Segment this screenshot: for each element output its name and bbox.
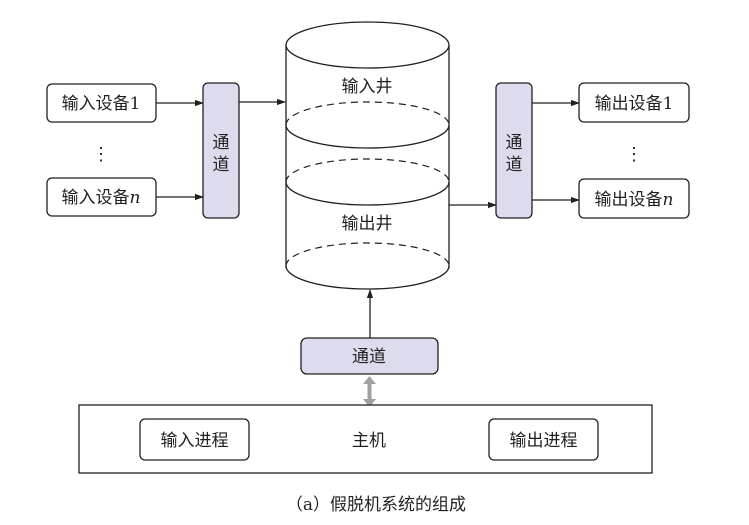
output-device-1-label: 输出设备1: [595, 94, 674, 114]
disk-top: [285, 21, 450, 69]
svg-text:输入设备n: 输入设备n: [62, 188, 141, 208]
input-device-n-suffix: n: [130, 188, 141, 208]
input-device-1: 输入设备1: [46, 83, 157, 123]
input-device-n: 输入设备n: [46, 177, 157, 217]
input-process-label: 输入进程: [161, 431, 229, 451]
bidirectional-arrow-icon: [363, 376, 376, 407]
output-devices-ellipsis: ⋮: [625, 144, 643, 165]
output-process-label: 输出进程: [510, 431, 578, 451]
figure-caption: （a）假脱机系统的组成: [286, 495, 466, 515]
output-process: 输出进程: [488, 418, 599, 461]
input-devices-ellipsis: ⋮: [92, 144, 110, 165]
svg-text:输出设备n: 输出设备n: [595, 190, 674, 210]
spool-disk: 输入井 输出井: [285, 21, 450, 290]
output-device-n: 输出设备n: [578, 178, 690, 219]
channel-right-char2: 道: [506, 155, 523, 175]
channel-right: 通 道: [495, 82, 533, 219]
input-device-n-label: 输入设备: [62, 188, 130, 208]
channel-left: 通 道: [202, 82, 240, 219]
channel-left-char2: 道: [213, 155, 230, 175]
output-well-label: 输出井: [342, 214, 393, 234]
output-device-1: 输出设备1: [578, 82, 690, 123]
channel-right-char1: 通: [506, 133, 523, 153]
channel-bottom-label: 通道: [352, 347, 386, 367]
output-device-n-label: 输出设备: [595, 190, 663, 210]
channel-bottom: 通道: [300, 337, 439, 375]
input-process: 输入进程: [139, 418, 250, 461]
channel-left-char1: 通: [213, 133, 230, 153]
input-device-1-label: 输入设备1: [62, 94, 141, 114]
input-well-label: 输入井: [342, 77, 393, 97]
host-label: 主机: [352, 431, 386, 451]
output-device-n-suffix: n: [663, 190, 674, 210]
